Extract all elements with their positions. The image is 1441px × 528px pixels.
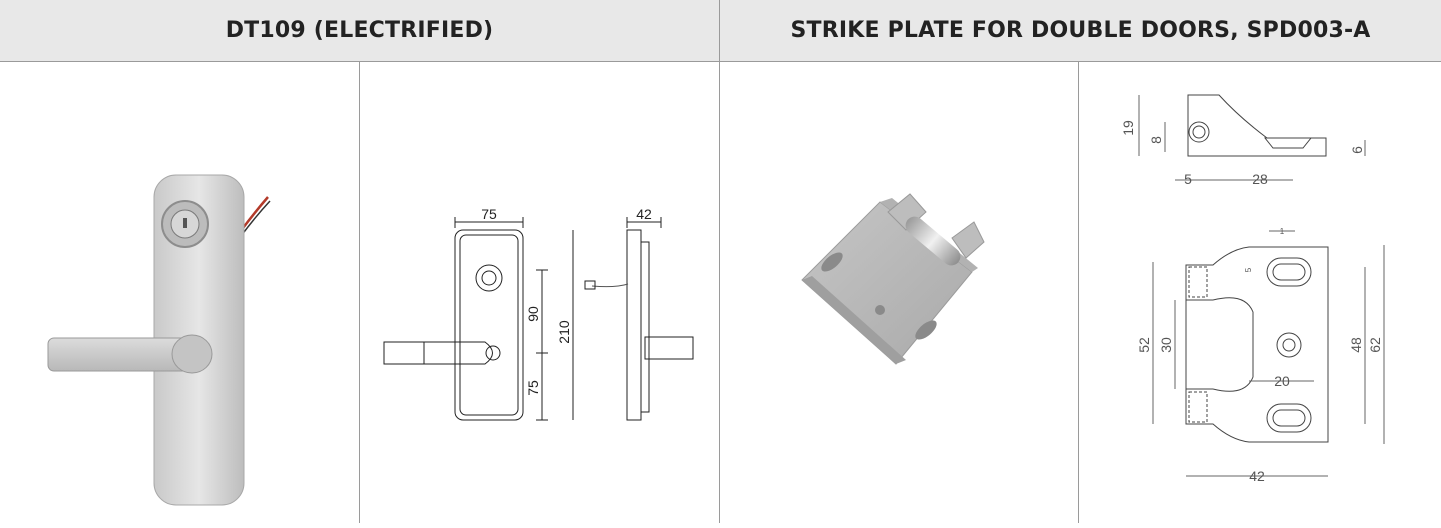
dim-upper: 90: [525, 306, 541, 322]
dim-width: 75: [481, 206, 497, 222]
spd003-photo-image: [801, 193, 985, 365]
dt109-drawing-image: 75 42 210 90 75: [383, 206, 694, 421]
dim-body-height: 48: [1348, 337, 1364, 353]
dim-hole-spacing: 20: [1274, 373, 1290, 389]
dim-height: 210: [556, 320, 572, 344]
cell-divider-left: [359, 62, 360, 523]
dt109-drawing: 75 42 210 90 75: [360, 62, 719, 523]
dim-side-length: 28: [1252, 171, 1268, 187]
dim-slot-small2: 5: [1244, 267, 1253, 272]
table-header: DT109 (ELECTRIFIED) STRIKE PLATE FOR DOU…: [0, 0, 1441, 62]
spd003-drawing-image: 19 8 6 5 28 1 5 52 30 20 48 62 42: [1120, 94, 1385, 484]
dim-full-height: 62: [1367, 337, 1383, 353]
spd003-drawing: 19 8 6 5 28 1 5 52 30 20 48 62 42: [1079, 62, 1441, 523]
dim-lip: 6: [1349, 146, 1365, 154]
dim-total-height: 52: [1136, 337, 1152, 353]
cell-divider-right: [1078, 62, 1079, 523]
dim-inner-height: 30: [1158, 337, 1174, 353]
spd003-title: STRIKE PLATE FOR DOUBLE DOORS, SPD003-A: [790, 18, 1371, 43]
dt109-title: DT109 (ELECTRIFIED): [225, 18, 494, 43]
column-divider: [719, 0, 720, 523]
dim-lower: 75: [525, 380, 541, 396]
spd003-photo: [720, 62, 1078, 523]
dt109-photo: [0, 62, 359, 523]
dim-offset: 5: [1184, 171, 1192, 187]
dim-side-hole: 8: [1148, 136, 1164, 144]
dim-depth: 42: [636, 206, 652, 222]
dim-side-height: 19: [1120, 120, 1136, 136]
dim-width: 42: [1249, 468, 1265, 484]
dt109-photo-image: [47, 174, 271, 506]
dim-slot-small: 1: [1280, 227, 1285, 236]
